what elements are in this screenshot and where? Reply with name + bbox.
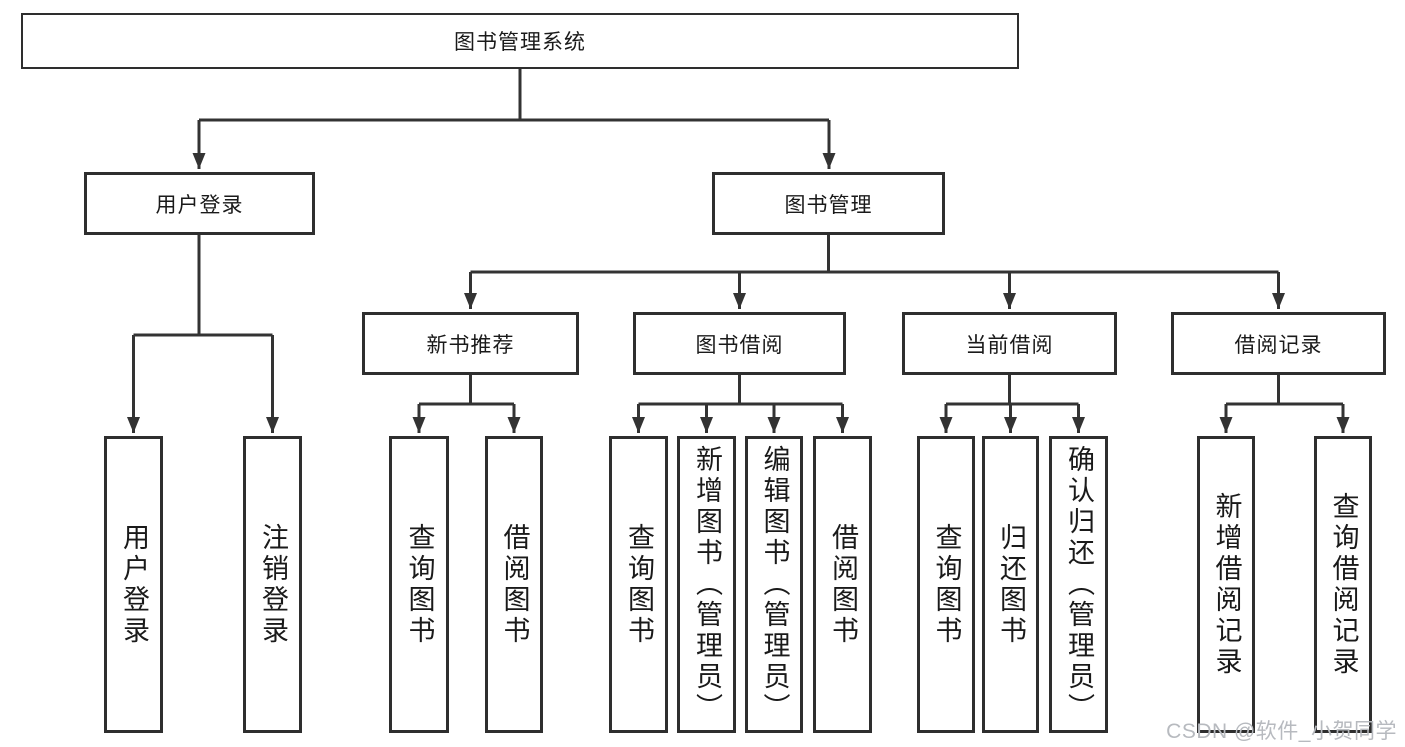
section-book-borrow: 图书借阅 [633,312,846,375]
branch-user-login: 用户登录 [84,172,315,235]
leaf-return-books: 归还图书 [982,436,1039,733]
leaf-add-borrow-record: 新增借阅记录 [1197,436,1255,733]
leaf-user-login: 用户登录 [104,436,163,733]
leaf-edit-books-admin: 编辑图书（管理员） [745,436,803,733]
section-current-borrow: 当前借阅 [902,312,1117,375]
leaf-confirm-return-admin: 确认归还（管理员） [1049,436,1108,733]
section-new-book-recommend: 新书推荐 [362,312,579,375]
leaf-borrow-books: 借阅图书 [813,436,872,733]
leaf-recommend-query-books: 查询图书 [389,436,449,733]
branch-book-management: 图书管理 [712,172,945,235]
leaf-add-books-admin: 新增图书（管理员） [677,436,736,733]
leaf-query-borrow-record: 查询借阅记录 [1314,436,1372,733]
node-root-library-system: 图书管理系统 [21,13,1019,69]
leaf-recommend-borrow-books: 借阅图书 [485,436,543,733]
section-borrow-records: 借阅记录 [1171,312,1386,375]
csdn-watermark: CSDN @软件_小贺同学 [1166,720,1397,743]
leaf-current-query-books: 查询图书 [917,436,975,733]
leaf-logout: 注销登录 [243,436,302,733]
leaf-borrow-query-books: 查询图书 [609,436,668,733]
